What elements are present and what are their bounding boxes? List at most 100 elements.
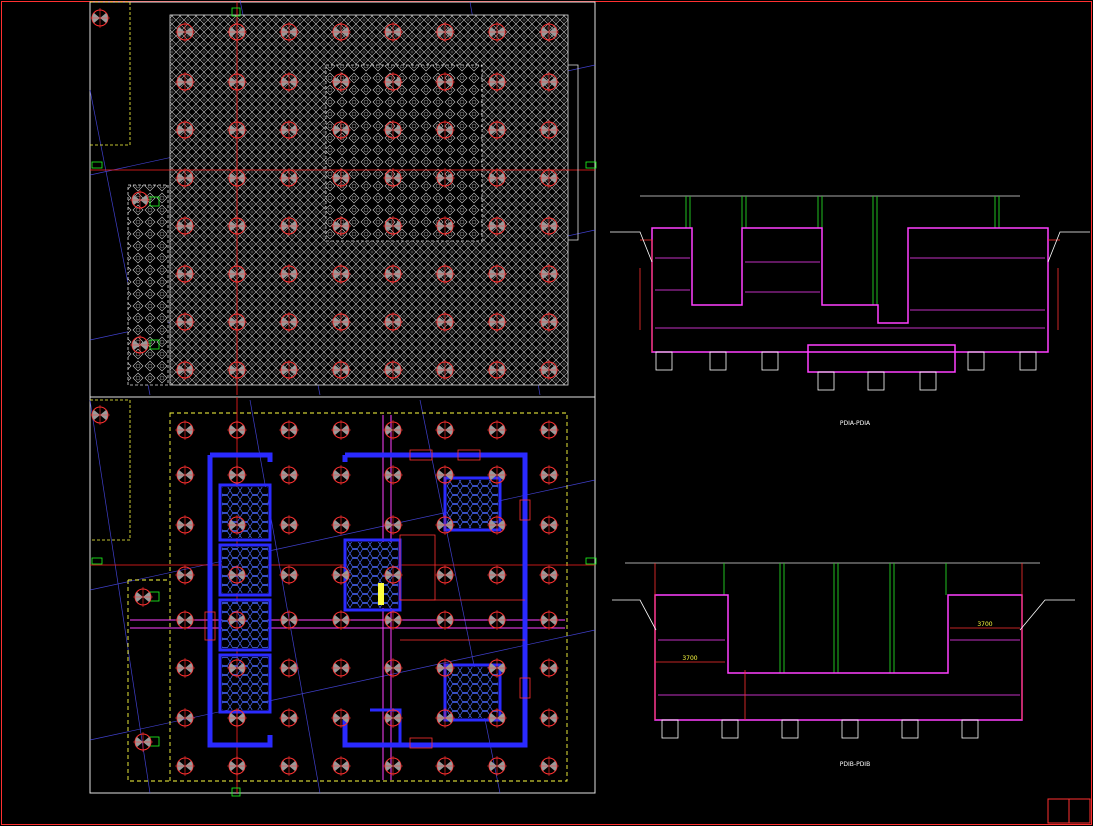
pile-symbol-icon (175, 420, 195, 440)
pile-symbol-icon (539, 216, 559, 236)
pile-symbol-icon (331, 565, 351, 585)
pile-symbol-icon (279, 264, 299, 284)
pile-symbol-icon (279, 120, 299, 140)
pile-symbol-icon (487, 420, 507, 440)
pile-symbol-icon (539, 168, 559, 188)
pile-symbol-icon (90, 8, 110, 28)
pile-symbol-icon (279, 420, 299, 440)
pile-symbol-icon (227, 756, 247, 776)
pile-symbol-icon (175, 264, 195, 284)
pile-symbol-icon (331, 120, 351, 140)
pile-symbol-icon (487, 216, 507, 236)
pile-symbol-icon (133, 587, 153, 607)
pile-symbol-icon (383, 168, 403, 188)
pile-symbol-icon (539, 72, 559, 92)
pile-symbol-icon (539, 658, 559, 678)
pile-symbol-icon (383, 22, 403, 42)
pile-symbol-icon (227, 565, 247, 585)
section-top-caption: PDIA-PDIA (840, 420, 871, 427)
plan-sheet-bottom (89, 396, 596, 794)
pile-symbol-icon (383, 515, 403, 535)
core-hatch (222, 480, 498, 718)
pile-symbol-icon (227, 465, 247, 485)
pile-symbol-icon (539, 420, 559, 440)
pile-symbol-icon (487, 465, 507, 485)
pile-symbol-icon (175, 515, 195, 535)
pile-symbol-icon (435, 22, 455, 42)
pile-symbol-icon (435, 216, 455, 236)
section-top-piles (655, 351, 1037, 391)
pile-symbol-icon (279, 756, 299, 776)
pile-symbol-icon (175, 360, 195, 380)
pile-symbol-icon (227, 360, 247, 380)
pile-symbol-icon (383, 658, 403, 678)
pile-symbol-icon (331, 658, 351, 678)
pile-symbol-icon (383, 216, 403, 236)
pile-symbol-icon (279, 708, 299, 728)
pile-symbol-icon (130, 335, 150, 355)
pile-symbol-icon (487, 610, 507, 630)
pile-symbol-icon (175, 465, 195, 485)
pile-symbol-icon (331, 708, 351, 728)
pile-symbol-icon (383, 465, 403, 485)
section-bottom-dim-1: 3700 (682, 655, 697, 662)
pile-symbol-icon (383, 420, 403, 440)
pile-symbol-icon (435, 360, 455, 380)
pile-symbol-icon (227, 658, 247, 678)
pile-symbol-icon (539, 708, 559, 728)
pile-symbol-icon (227, 216, 247, 236)
pile-symbol-icon (435, 168, 455, 188)
pile-symbol-icon (487, 312, 507, 332)
pile-symbol-icon (175, 22, 195, 42)
pile-symbol-icon (279, 360, 299, 380)
pile-symbol-icon (279, 72, 299, 92)
pile-symbol-icon (227, 120, 247, 140)
internal-lines (204, 449, 531, 749)
pile-symbol-icon (331, 168, 351, 188)
pile-symbol-icon (331, 264, 351, 284)
pile-symbol-icon (383, 565, 403, 585)
pile-symbol-icon (279, 515, 299, 535)
pile-symbol-icon (435, 708, 455, 728)
pile-symbol-icon (487, 168, 507, 188)
pile-symbol-icon (539, 22, 559, 42)
pile-symbol-icon (435, 120, 455, 140)
pile-symbol-icon (487, 565, 507, 585)
pile-group-bottom (90, 405, 559, 776)
pile-symbol-icon (487, 708, 507, 728)
pile-symbol-icon (383, 708, 403, 728)
pile-symbol-icon (175, 216, 195, 236)
pile-symbol-icon (279, 22, 299, 42)
pile-symbol-icon (487, 658, 507, 678)
pile-symbol-icon (539, 565, 559, 585)
pile-symbol-icon (227, 264, 247, 284)
title-block (1047, 798, 1091, 824)
pile-symbol-icon (487, 120, 507, 140)
pile-symbol-icon (435, 658, 455, 678)
pile-symbol-icon (331, 610, 351, 630)
pile-symbol-icon (175, 565, 195, 585)
section-bottom-caption: PDIB-PDIB (840, 761, 870, 768)
pile-symbol-icon (383, 360, 403, 380)
pile-symbol-icon (331, 72, 351, 92)
pile-symbol-icon (487, 264, 507, 284)
pile-symbol-icon (331, 756, 351, 776)
pile-symbol-icon (227, 515, 247, 535)
pile-group-top (90, 8, 559, 380)
pile-symbol-icon (383, 264, 403, 284)
pile-symbol-icon (331, 216, 351, 236)
pile-symbol-icon (331, 465, 351, 485)
pile-symbol-icon (279, 168, 299, 188)
pile-symbol-icon (539, 610, 559, 630)
pile-symbol-icon (175, 72, 195, 92)
section-bottom: 3700 3700 PDIB-PDIB (612, 562, 1075, 768)
hatched-strip-left (127, 184, 169, 386)
pile-symbol-icon (227, 312, 247, 332)
pile-symbol-icon (175, 658, 195, 678)
pile-symbol-icon (175, 168, 195, 188)
pile-symbol-icon (435, 515, 455, 535)
pile-symbol-icon (435, 72, 455, 92)
pile-symbol-icon (383, 120, 403, 140)
pile-symbol-icon (383, 756, 403, 776)
